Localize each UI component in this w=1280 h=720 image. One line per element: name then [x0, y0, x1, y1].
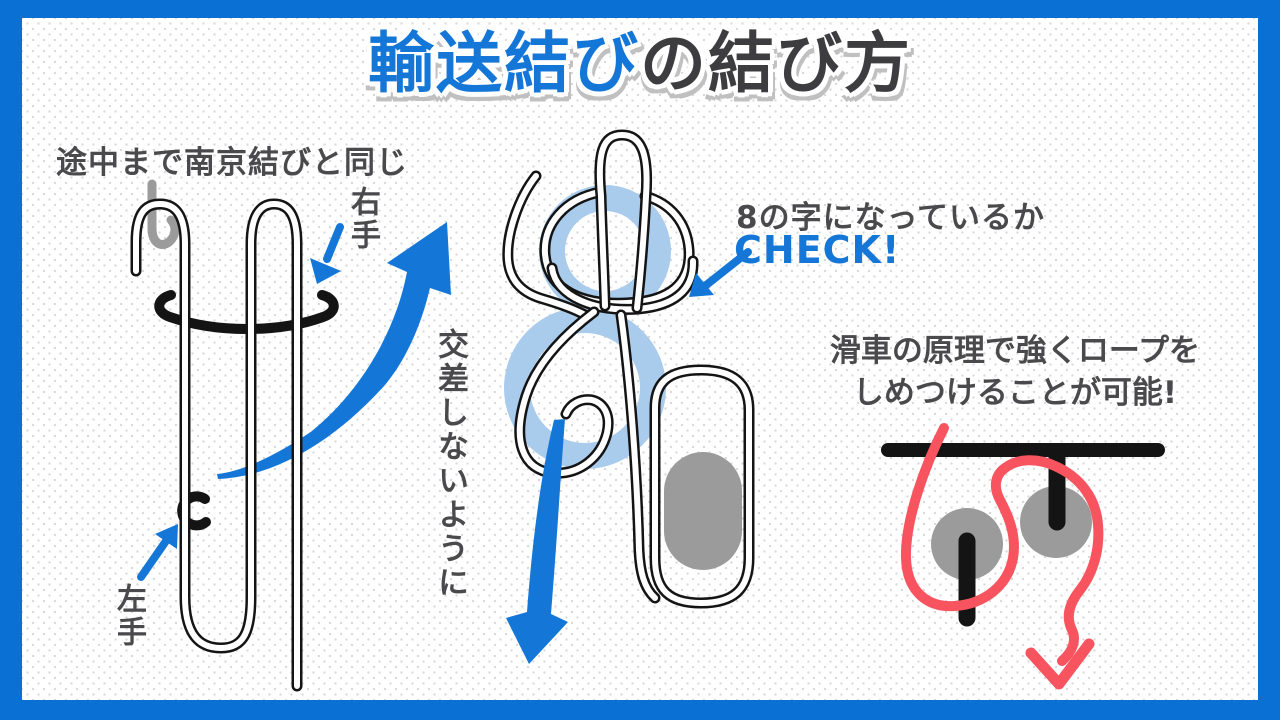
- frame-bottom: [0, 700, 1280, 720]
- gray-rope-end: [147, 179, 180, 249]
- rope-start-diagram: [136, 179, 344, 686]
- figure-eight-knot-diagram: [506, 135, 749, 664]
- page-title: 輸送結びの結び方: [0, 24, 1280, 103]
- left-hand-label: 左手: [111, 583, 146, 649]
- load-capsule: [664, 452, 742, 570]
- pulley-caption-line2: しめつけることが可能!: [852, 374, 1178, 411]
- rope-bight-path: [136, 204, 297, 686]
- frame-left: [0, 0, 22, 720]
- red-rope-arrowhead-icon: [1025, 638, 1095, 690]
- frame-top: [0, 0, 1280, 18]
- check-label: CHECK!: [734, 228, 901, 272]
- up-swoosh-arrow-icon: [217, 222, 451, 479]
- check-arrow-icon: [689, 248, 752, 297]
- pulley-caption-line1: 滑車の原理で強くロープを: [829, 333, 1201, 369]
- right-hand-arrow-icon: [310, 223, 344, 284]
- title-highlight: 輸送結び: [368, 25, 640, 102]
- frame-right: [1258, 0, 1280, 720]
- left-hand-arrow-icon: [137, 524, 178, 581]
- right-hand-label: 右手: [345, 186, 380, 252]
- knot-rope: [508, 135, 749, 603]
- cross-warning-note: 交差しないように: [432, 328, 468, 600]
- check-question: 8の字になっているか: [736, 200, 1046, 236]
- red-rope: [900, 423, 1104, 666]
- down-swoosh-arrow-icon: [506, 419, 568, 664]
- pulley-diagram: [881, 423, 1165, 690]
- left-step-caption: 途中まで南京結びと同じ: [56, 145, 408, 181]
- title-rest: の結び方: [640, 25, 912, 102]
- pulley-caption: 滑車の原理で強くロープを しめつけることが可能!: [790, 331, 1240, 414]
